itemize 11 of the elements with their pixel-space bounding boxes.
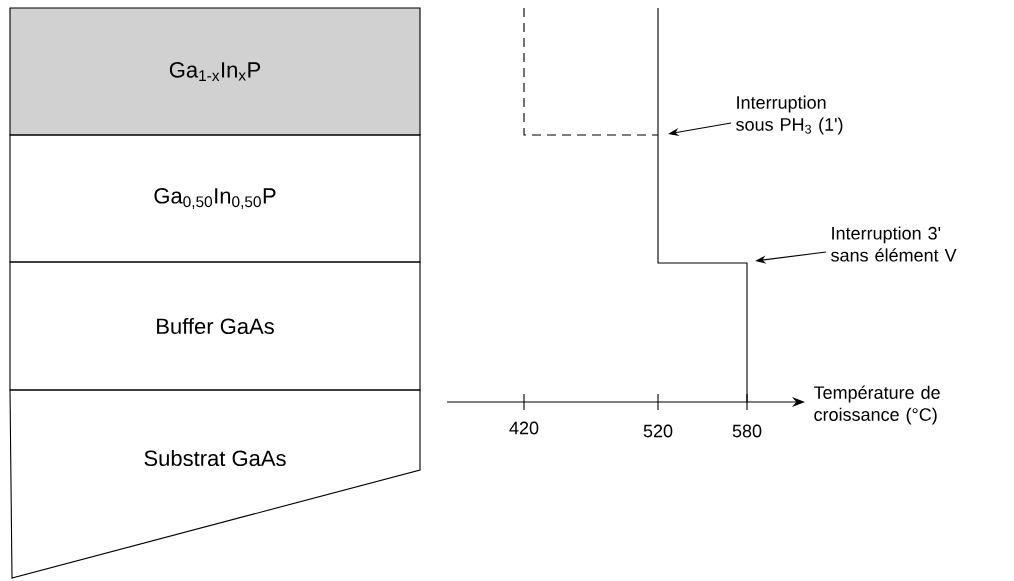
layer-box: Ga$_{0,50}$In$_{0,50}$P [9, 134, 421, 263]
axis-title: Température de croissance (°C) [813, 385, 940, 425]
tick-label: 420 [509, 421, 539, 435]
tick-label: 520 [643, 424, 673, 438]
layer-box: Ga$_{1-x}$In$_{x}$P [9, 7, 421, 136]
annotation-text: Interruption sous PH$_{3}$ (1') [736, 95, 843, 135]
dashed-profile-line [523, 7, 659, 136]
substrate-block: Substrat GaAs [9, 389, 421, 579]
layer-box: Buffer GaAs [9, 261, 421, 391]
annotation-text: Interruption 3' sans élément V [831, 226, 957, 262]
tick-label: 580 [732, 424, 762, 438]
